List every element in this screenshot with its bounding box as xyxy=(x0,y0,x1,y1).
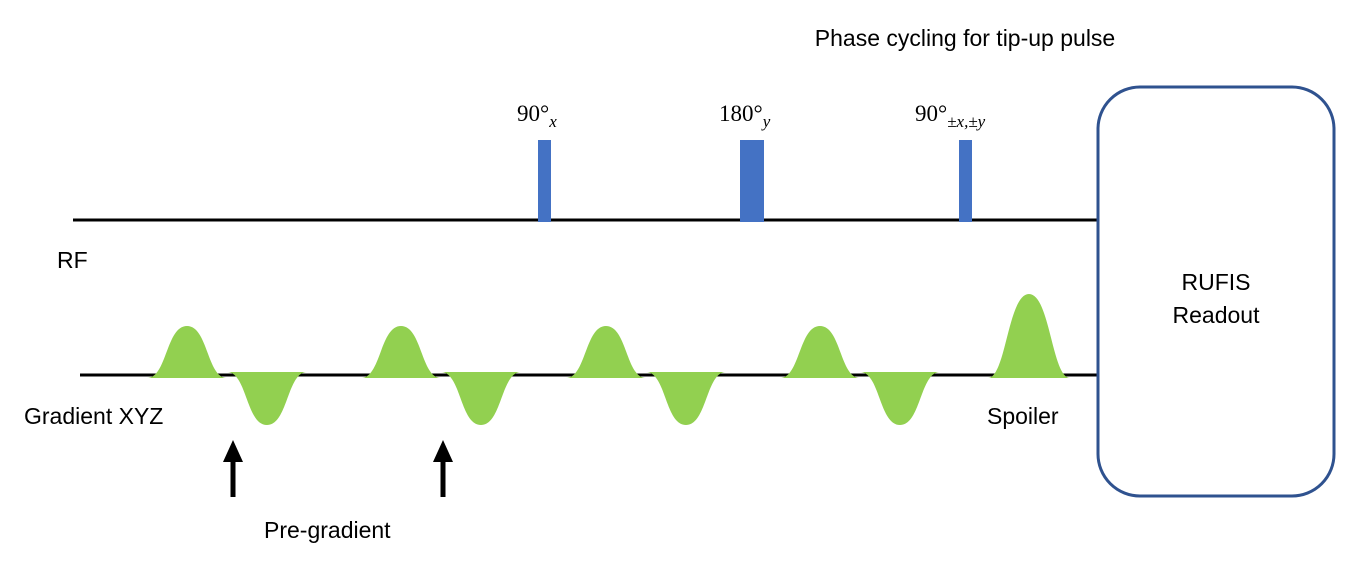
pulse-label-90x: 90°x xyxy=(517,101,557,131)
readout-label-line1: RUFIS xyxy=(1182,269,1251,295)
pulse-label-90-tipup: 90°±x,±y xyxy=(915,101,986,131)
pregradient-label: Pre-gradient xyxy=(264,517,391,543)
gradient-lobe-negative xyxy=(860,372,940,425)
up-arrow-icon xyxy=(433,440,453,497)
rf-pulse-180y xyxy=(740,140,764,222)
gradient-lobe-negative xyxy=(646,372,726,425)
spoiler-lobe xyxy=(988,294,1070,378)
up-arrow-icon xyxy=(223,440,243,497)
gradient-lobe-negative xyxy=(441,372,521,425)
gradient-lobe-positive xyxy=(361,326,441,378)
gradient-lobe-positive xyxy=(566,326,646,378)
diagram-title: Phase cycling for tip-up pulse xyxy=(815,25,1115,51)
pulse-label-180y: 180°y xyxy=(719,101,771,131)
gradient-lobe-negative xyxy=(227,372,307,425)
gradient-lobe-positive xyxy=(780,326,860,378)
gradient-lobe-positive xyxy=(147,326,227,378)
gradient-label: Gradient XYZ xyxy=(24,403,163,429)
readout-box xyxy=(1096,85,1336,498)
spoiler-label: Spoiler xyxy=(987,403,1059,429)
rf-label: RF xyxy=(57,247,88,273)
rf-pulse-90x xyxy=(538,140,551,222)
readout-label-line2: Readout xyxy=(1173,302,1261,328)
rf-pulse-90-tipup xyxy=(959,140,972,222)
